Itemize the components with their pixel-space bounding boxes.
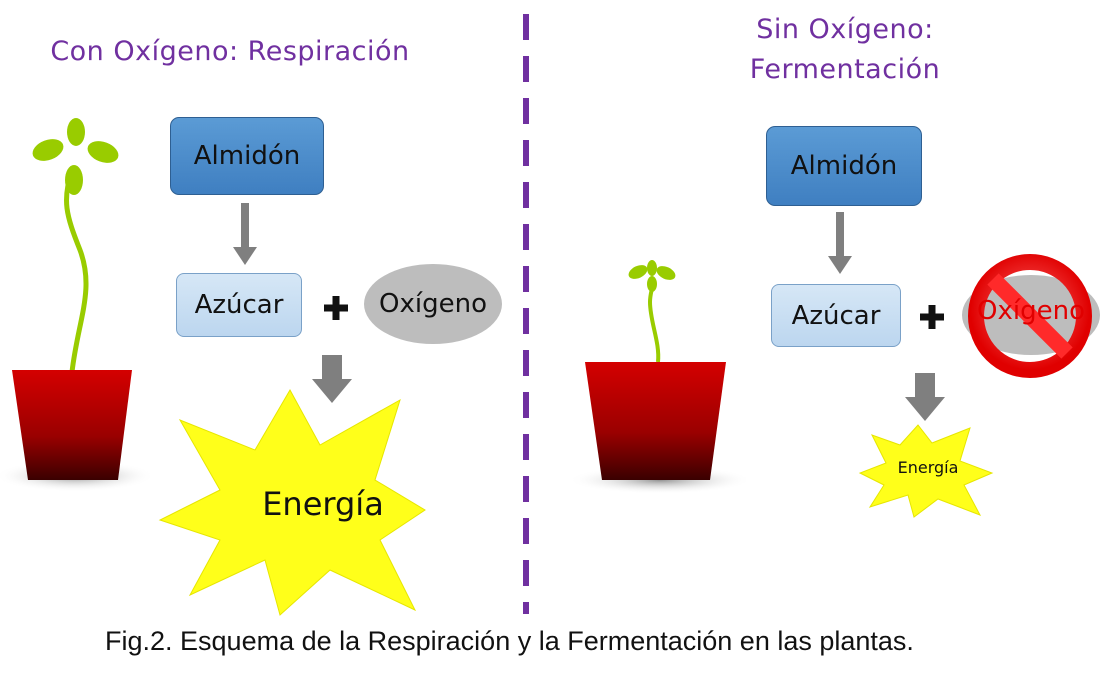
left-title: Con Oxígeno: Respiración xyxy=(50,36,410,67)
energy-label-left: Energía xyxy=(262,485,384,523)
plus-icon xyxy=(324,296,348,320)
dashed-divider xyxy=(523,14,529,614)
plant-pot-icon xyxy=(568,260,752,494)
down-arrow-icon xyxy=(828,212,852,274)
energy-label-right: Energía xyxy=(897,458,959,477)
starch-box-left: Almidón xyxy=(170,117,324,195)
sugar-box-right: Azúcar xyxy=(771,284,901,347)
starch-box-right: Almidón xyxy=(766,126,922,206)
oxygen-ellipse-left: Oxígeno xyxy=(364,264,502,344)
down-arrow-icon xyxy=(312,355,352,403)
right-title-line1: Sin Oxígeno: xyxy=(756,14,934,45)
no-sign-icon xyxy=(968,254,1092,378)
energy-burst-icon xyxy=(158,388,426,616)
down-arrow-icon xyxy=(233,203,257,265)
plant-pot-icon xyxy=(0,118,155,492)
right-title-line2: Fermentación xyxy=(749,54,941,85)
oxygen-label-right: Oxígeno xyxy=(977,296,1085,326)
down-arrow-icon xyxy=(905,373,945,421)
plus-icon xyxy=(920,305,944,329)
sugar-box-left: Azúcar xyxy=(176,273,302,337)
energy-burst-icon xyxy=(858,424,994,518)
figure-caption: Fig.2. Esquema de la Respiración y la Fe… xyxy=(105,626,914,656)
